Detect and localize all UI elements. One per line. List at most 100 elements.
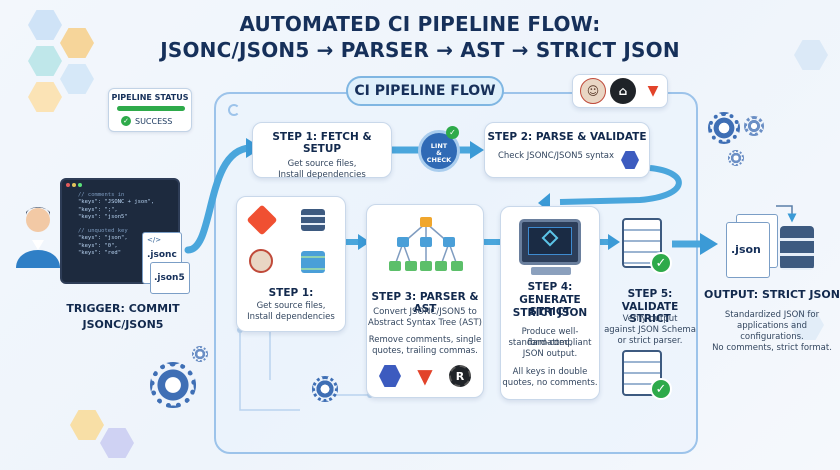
step3-text3: Remove comments, single — [368, 335, 482, 345]
jenkins-icon — [249, 249, 273, 273]
code-line: "keys": "json5" — [78, 214, 128, 221]
step1-fetch-card: STEP 1: FETCH & SETUP Get source files, … — [252, 122, 392, 180]
validator-hexagon-icon — [621, 151, 639, 169]
step5-text1: Verify output — [622, 314, 678, 324]
step4-generate-card: STEP 4: GENERATE STRICT STRICT JSON Prod… — [500, 206, 600, 400]
arrowhead — [700, 233, 718, 255]
step4-title2: GENERATE STRICT — [519, 294, 581, 318]
database-server-icon — [780, 226, 814, 270]
success-check-icon: ✓ — [650, 378, 672, 400]
pipeline-status-label: PIPELINE STATUS — [111, 93, 189, 102]
code-line: "keys": "red" — [78, 249, 122, 256]
code-line: "keys": ";", — [78, 206, 118, 213]
step4-text3: JSON output. — [522, 349, 578, 359]
output-json-label: .json — [731, 243, 761, 256]
step4-text5: quotes, no comments. — [502, 378, 598, 388]
parser-hexagon-icon — [379, 365, 401, 387]
json5-file-card: .json5 — [150, 262, 190, 294]
file-tag: </> — [147, 236, 162, 244]
code-line: // unquoted key — [78, 227, 128, 234]
gitlab-icon: ▼ — [640, 78, 666, 104]
trigger-label-line1: TRIGGER: COMMIT — [66, 302, 180, 315]
step4-title3: STRICT JSON — [512, 307, 588, 319]
gear-icon — [708, 112, 740, 144]
gear-icon — [150, 362, 196, 408]
output-title: OUTPUT: STRICT JSON — [704, 288, 840, 301]
diagram-title-line2: JSONC/JSON5 → PARSER → AST → STRICT JSON — [160, 38, 680, 62]
check-icon: ✓ — [121, 116, 131, 126]
code-line: // comments in — [78, 192, 125, 198]
step5-text3: or strict parser. — [617, 336, 683, 346]
rust-icon: R — [449, 365, 471, 387]
check-icon: ✓ — [446, 126, 459, 139]
status-progress-fill — [117, 106, 185, 111]
step5-title1: STEP 5: — [627, 288, 673, 300]
trigger-label-line2: JSONC/JSON5 — [82, 318, 164, 331]
gear-icon — [728, 150, 744, 166]
step4-text2: standard-compliant — [508, 338, 592, 348]
ast-tree-icon — [389, 217, 463, 271]
mini-arrow — [776, 205, 797, 223]
output-json-file: .json — [726, 222, 770, 278]
pipeline-status-panel: PIPELINE STATUS ✓ SUCCESS — [108, 88, 192, 132]
status-progress-track — [117, 106, 185, 111]
refresh-icon — [228, 104, 240, 116]
gear-icon — [312, 376, 338, 402]
step3-text1: Convert JSONC/JSON5 to — [373, 307, 477, 317]
step2-title: STEP 2: PARSE & VALIDATE — [487, 131, 647, 143]
lint-badge-line2: & — [436, 148, 442, 157]
arrow-trigger-to-fetch — [184, 144, 254, 254]
lint-badge-line1: LINT — [430, 142, 448, 150]
output-text2: applications and — [736, 321, 807, 331]
step4-text1: Produce well-formatted, — [521, 327, 579, 348]
editor-dots — [66, 183, 82, 187]
output-text3: configurations. — [740, 332, 804, 342]
lint-badge-line3: CHECK — [426, 155, 452, 164]
step1-fetch-text2: Install dependencies — [278, 169, 366, 180]
step1-box-text2: Install dependencies — [247, 312, 335, 322]
computer-icon — [519, 219, 581, 265]
step5-text2: against JSON Schema — [604, 325, 696, 335]
server-icon — [301, 209, 325, 231]
arrowhead — [608, 234, 620, 250]
layers-icon — [301, 251, 325, 273]
step5-title2: VALIDATE STRICT — [621, 301, 679, 325]
step1-setup-card: STEP 1: Get source files, Install depend… — [236, 196, 346, 332]
step1-fetch-title: STEP 1: FETCH & SETUP — [272, 131, 372, 155]
code-line: "keys": "json", — [78, 235, 128, 242]
checklist-icon — [622, 218, 662, 268]
step3-text2: Abstract Syntax Tree (AST) — [368, 318, 482, 328]
diagram-title-line1: AUTOMATED CI PIPELINE FLOW: — [239, 12, 601, 36]
github-icon: ⌂ — [610, 78, 636, 104]
step4-title1: STEP 4: — [527, 281, 573, 293]
decor-hexagon — [790, 310, 824, 340]
decor-hexagon — [28, 46, 62, 76]
json5-file-label: .json5 — [154, 273, 185, 283]
jenkins-icon: ☺ — [580, 78, 606, 104]
git-icon — [246, 204, 278, 236]
step1-box-title: STEP 1: — [268, 287, 314, 299]
step3-title: STEP 3: PARSER & AST — [371, 291, 479, 315]
output-text1: Standardized JSON for — [724, 310, 820, 320]
output-text4: No comments, strict format. — [712, 343, 832, 353]
arrow-parse-to-generate — [559, 165, 682, 205]
arrowhead — [470, 141, 484, 159]
step3-text4: quotes, trailing commas. — [372, 346, 478, 356]
gear-icon — [192, 346, 208, 362]
step4-text4: All keys in double — [512, 367, 588, 377]
step2-parse-card: STEP 2: PARSE & VALIDATE Check JSONC/JSO… — [484, 122, 650, 178]
arrowhead — [358, 234, 370, 250]
ci-pipeline-label: CI PIPELINE FLOW — [346, 76, 504, 106]
jsonc-file-label: .jsonc — [147, 250, 177, 260]
code-line: "keys": "JSONC + json", — [78, 199, 155, 206]
code-line: "keys": "0", — [78, 242, 118, 249]
step1-box-text1: Get source files, — [256, 301, 326, 311]
developer-avatar-icon — [16, 207, 60, 268]
success-check-icon: ✓ — [650, 252, 672, 274]
decor-hexagon — [794, 40, 828, 70]
computer-stand — [531, 267, 571, 275]
status-value: SUCCESS — [135, 116, 173, 126]
gear-icon — [744, 116, 764, 136]
status-row: ✓ SUCCESS — [121, 116, 172, 126]
decor-hexagon — [28, 82, 62, 112]
